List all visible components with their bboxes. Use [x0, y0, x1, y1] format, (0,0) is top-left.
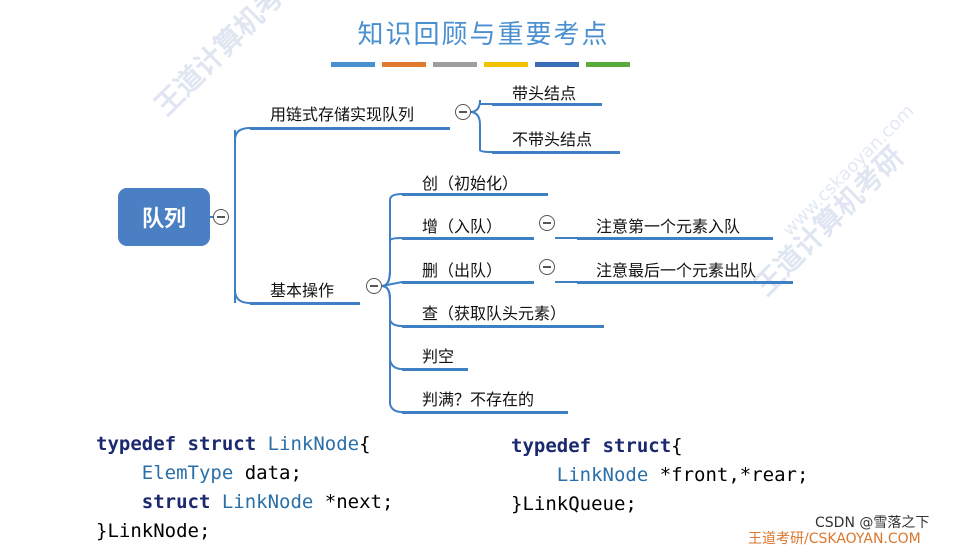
field: *next; — [324, 491, 394, 513]
root-node[interactable]: 队列 — [118, 188, 210, 246]
op-is-full[interactable]: 判满？不存在的 — [422, 390, 535, 409]
type: LinkNode — [221, 491, 325, 513]
branch-linked-storage-collapse-icon[interactable] — [455, 104, 471, 120]
closing: }LinkQueue; — [511, 493, 637, 515]
root-label: 队列 — [141, 207, 186, 232]
op-is-full-underline — [402, 411, 568, 414]
child-with-head-underline — [492, 103, 602, 106]
note-first-element[interactable]: 注意第一个元素入队 — [596, 217, 741, 236]
field: data; — [244, 462, 302, 484]
branch-linked-storage-underline — [250, 127, 450, 130]
child-with-head[interactable]: 带头结点 — [512, 84, 577, 103]
title-stripe — [331, 62, 375, 67]
root-collapse-icon[interactable] — [213, 209, 229, 225]
child-without-head-underline — [492, 151, 620, 154]
title-stripe — [382, 62, 426, 67]
title-stripe — [484, 62, 528, 67]
op-is-empty[interactable]: 判空 — [422, 347, 455, 366]
kw: typedef struct — [96, 433, 268, 455]
title-stripe — [433, 62, 477, 67]
op-enqueue-collapse-icon[interactable] — [539, 215, 555, 231]
op-enqueue[interactable]: 增（入队） — [422, 217, 503, 236]
note-last-element-underline — [577, 281, 793, 284]
type: LinkNode — [267, 433, 360, 455]
op-is-empty-underline — [402, 368, 468, 371]
brace: { — [671, 435, 683, 457]
csdn-credit: CSDN @雪落之下 — [815, 515, 930, 531]
branch-basic-ops-collapse-icon[interactable] — [366, 278, 382, 294]
brace: { — [359, 433, 371, 455]
child-without-head[interactable]: 不带头结点 — [512, 130, 593, 149]
branch-basic-ops-underline — [250, 302, 360, 305]
kw: typedef struct — [511, 435, 672, 457]
title-stripe — [586, 62, 630, 67]
closing: }LinkNode; — [96, 520, 211, 542]
code-linkqueue: typedef struct{ LinkNode *front,*rear; }… — [511, 432, 808, 519]
branch-linked-storage[interactable]: 用链式存储实现队列 — [270, 105, 415, 124]
op-create-underline — [402, 193, 548, 196]
op-dequeue[interactable]: 删（出队） — [422, 261, 503, 280]
code-linknode: typedef struct LinkNode{ ElemType data; … — [96, 430, 393, 546]
op-get-head[interactable]: 查（获取队头元素） — [422, 304, 567, 323]
note-last-element[interactable]: 注意最后一个元素出队 — [596, 261, 757, 280]
kw: struct — [141, 491, 222, 513]
op-create[interactable]: 创（初始化） — [422, 174, 519, 193]
op-get-head-underline — [402, 325, 604, 328]
note-first-element-underline — [577, 237, 773, 240]
field: *front,*rear; — [659, 464, 809, 486]
type: LinkNode — [556, 464, 660, 486]
op-dequeue-underline — [402, 281, 534, 284]
branch-basic-ops[interactable]: 基本操作 — [270, 281, 335, 300]
title-stripe — [535, 62, 579, 67]
op-dequeue-collapse-icon[interactable] — [539, 259, 555, 275]
type: ElemType — [141, 462, 245, 484]
op-enqueue-underline — [402, 237, 534, 240]
page-title: 知识回顾与重要考点 — [357, 20, 610, 50]
